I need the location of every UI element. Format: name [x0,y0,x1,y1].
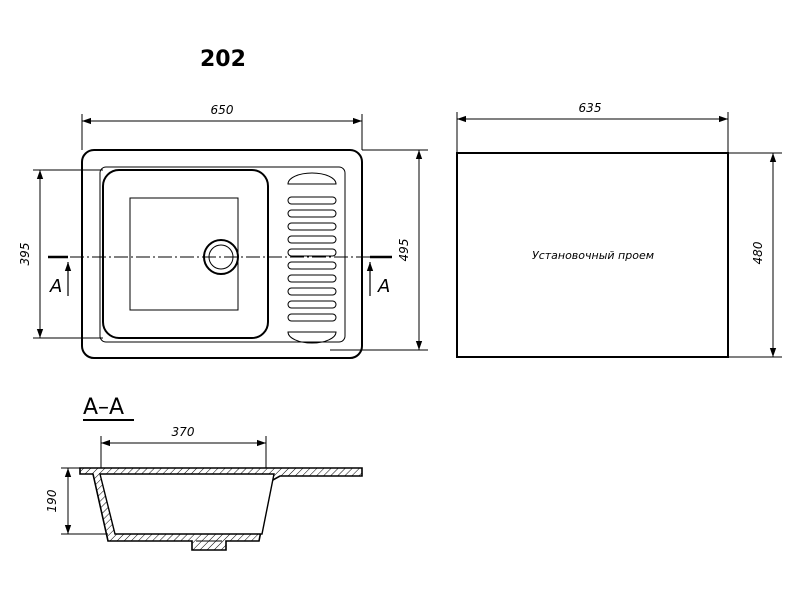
cutout-rectangle [456,152,729,358]
depth-dimension-label: 495 [397,239,411,262]
section-depth-label: 190 [45,489,59,512]
drainboard-rib [287,287,337,296]
cutout-width-label: 635 [579,101,602,115]
bowl-dimension-label: 395 [18,243,32,266]
drainboard-rib [287,209,337,218]
drainboard-bottom-cap [287,331,337,344]
section-mark-left: A [49,276,62,297]
drainboard-top-cap [287,172,337,185]
cutout-view: Установочный проем 635 480 [456,101,782,358]
drainboard-rib [287,196,337,205]
drainboard-rib [287,235,337,244]
drainboard-rib [287,274,337,283]
width-dimension-label: 650 [211,103,234,117]
section-label: A–A [83,395,124,420]
cutout-height-label: 480 [751,241,765,264]
sink-plan-view: A A 650 395 495 [18,103,428,359]
model-number: 202 [200,47,246,72]
drainboard-rib [287,313,337,322]
section-view: A–A 370 190 [45,395,363,551]
bowl-interior [99,473,275,535]
drainboard-rib [287,222,337,231]
sink-inner-deck [99,166,346,343]
section-mark-right: A [377,276,390,297]
bowl-bottom [129,197,239,311]
section-width-label: 370 [172,425,195,439]
drainboard-ribs [287,172,337,344]
drainboard-rib [287,261,337,270]
sink-outer-rim [81,149,363,359]
cutout-label: Установочный проем [532,249,654,262]
sink-bowl [102,169,269,339]
drainboard-rib [287,248,337,257]
drainboard-rib [287,300,337,309]
